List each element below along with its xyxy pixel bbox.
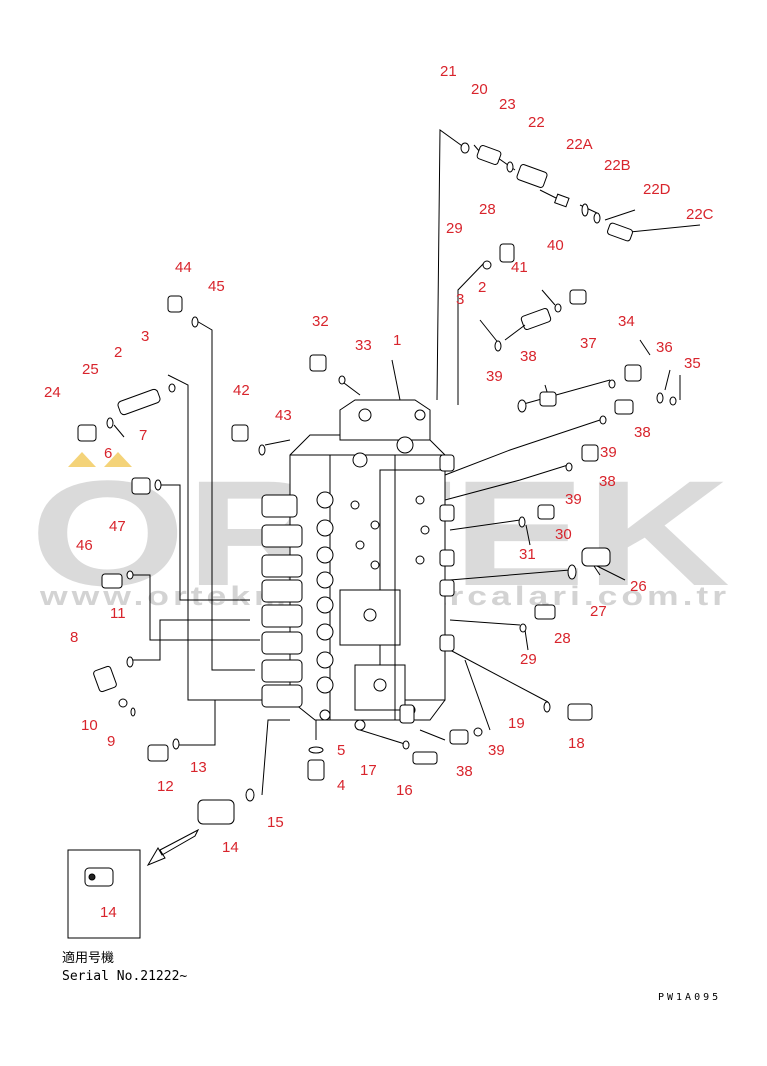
callout-label: 25 — [82, 361, 99, 378]
callout-label: 22 — [528, 114, 545, 131]
callout-label: 1 — [393, 332, 401, 349]
callout-label: 39 — [565, 491, 582, 508]
callout-label: 3 — [456, 291, 464, 308]
spool-caps — [261, 491, 334, 708]
callout-label: 43 — [275, 407, 292, 424]
callout-label: 38 — [634, 424, 651, 441]
serial-note-line-2: Serial No.21222~ — [62, 969, 187, 984]
callout-label: 38 — [456, 763, 473, 780]
callout-label: 31 — [519, 546, 536, 563]
callout-label: 35 — [684, 355, 701, 372]
serial-note-line-1: 適用号機 — [62, 950, 114, 966]
callout-label: 16 — [396, 782, 413, 799]
callout-label: 19 — [508, 715, 525, 732]
callout-label: 10 — [81, 717, 98, 734]
right-side-fittings — [399, 454, 455, 724]
inset-callout: 14 — [100, 904, 117, 921]
callout-label: 6 — [104, 445, 112, 462]
drawing-code: PW1A095 — [658, 992, 721, 1003]
callout-label: 47 — [109, 518, 126, 535]
callout-label: 24 — [44, 384, 61, 401]
callout-label: 22B — [604, 157, 631, 174]
callout-label: 41 — [511, 259, 528, 276]
callout-label: 5 — [337, 742, 345, 759]
callout-label: 30 — [555, 526, 572, 543]
callout-label: 22C — [686, 206, 714, 223]
callout-label: 15 — [267, 814, 284, 831]
callout-label: 28 — [479, 201, 496, 218]
callout-label: 23 — [499, 96, 516, 113]
callout-label: 42 — [233, 382, 250, 399]
serial-inset: 14 適用号機 Serial No.21222~ — [62, 849, 187, 984]
callout-label: 38 — [599, 473, 616, 490]
callout-label: 39 — [486, 368, 503, 385]
callout-label: 8 — [70, 629, 78, 646]
callout-label: 37 — [580, 335, 597, 352]
callout-label: 45 — [208, 278, 225, 295]
callout-labels: 21 20 23 22 22A 22B 22D 22C 29 28 41 3 2… — [44, 63, 714, 856]
callout-label: 2 — [478, 279, 486, 296]
callout-label: 28 — [554, 630, 571, 647]
callout-label: 20 — [471, 81, 488, 98]
callout-label: 22D — [643, 181, 671, 198]
callout-label: 22A — [566, 136, 593, 153]
leader-lines — [113, 129, 701, 796]
callout-label: 13 — [190, 759, 207, 776]
callout-label: 46 — [76, 537, 93, 554]
callout-label: 26 — [630, 578, 647, 595]
callout-label: 4 — [337, 777, 345, 794]
callout-label: 36 — [656, 339, 673, 356]
callout-label: 17 — [360, 762, 377, 779]
callout-label: 7 — [139, 427, 147, 444]
callout-label: 27 — [590, 603, 607, 620]
callout-label: 14 — [222, 839, 239, 856]
callout-label: 40 — [547, 237, 564, 254]
callout-label: 21 — [440, 63, 457, 80]
callout-label: 29 — [520, 651, 537, 668]
callout-label: 44 — [175, 259, 192, 276]
callout-label: 12 — [157, 778, 174, 795]
fittings — [77, 142, 677, 825]
callout-label: 11 — [110, 605, 126, 622]
logo-accent-left — [68, 452, 96, 467]
logo-accent-right — [104, 452, 132, 467]
callout-label: 34 — [618, 313, 635, 330]
callout-label: 39 — [488, 742, 505, 759]
valve-body — [289, 399, 446, 731]
callout-label: 18 — [568, 735, 585, 752]
callout-label: 3 — [141, 328, 149, 345]
callout-label: 9 — [107, 733, 115, 750]
callout-label: 29 — [446, 220, 463, 237]
callout-label: 33 — [355, 337, 372, 354]
callout-label: 38 — [520, 348, 537, 365]
callout-label: 32 — [312, 313, 329, 330]
callout-label: 2 — [114, 344, 122, 361]
direction-arrow — [146, 828, 200, 867]
callout-label: 39 — [600, 444, 617, 461]
